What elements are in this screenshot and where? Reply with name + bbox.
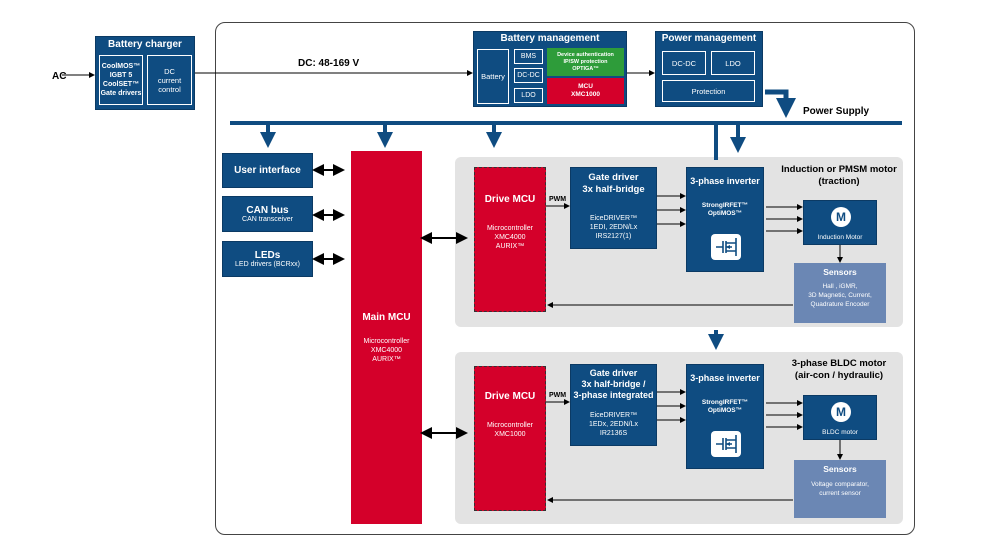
bldc-sensors: Sensors Voltage comparator, current sens… bbox=[794, 460, 886, 518]
battery-management-title: Battery management bbox=[500, 33, 600, 44]
charger-components: CoolMOS™ IGBT 5 CoolSET™ Gate drivers bbox=[99, 55, 143, 105]
bldc-inverter-title: 3-phase inverter bbox=[690, 373, 760, 383]
can-bus-sub: CAN transceiver bbox=[242, 216, 293, 223]
traction-motor: M Induction Motor bbox=[803, 200, 877, 245]
bldc-gate-driver-title: Gate driver 3x half-bridge / 3-phase int… bbox=[573, 368, 654, 400]
battery-charger-title: Battery charger bbox=[108, 39, 182, 50]
traction-sensors-sub: Hall , iGMR, 3D Magnetic, Current, Quadr… bbox=[808, 283, 872, 308]
battery-cell: Battery bbox=[477, 49, 509, 104]
power-management-block: Power management DC-DC LDO Protection bbox=[655, 31, 763, 107]
motor-icon: M bbox=[831, 402, 851, 422]
traction-title: Induction or PMSM motor (traction) bbox=[781, 164, 897, 187]
ac-label: AC bbox=[52, 71, 67, 82]
can-bus-block: CAN bus CAN transceiver bbox=[222, 196, 313, 232]
mosfet-icon bbox=[711, 234, 741, 260]
power-management-title: Power management bbox=[661, 33, 757, 44]
bm-ldo-box: LDO bbox=[514, 88, 543, 103]
bldc-title: 3-phase BLDC motor (air-con / hydraulic) bbox=[791, 358, 887, 381]
traction-sensors: Sensors Hall , iGMR, 3D Magnetic, Curren… bbox=[794, 263, 886, 323]
leds-block: LEDs LED drivers (BCRxx) bbox=[222, 241, 313, 277]
bldc-motor: M BLDC motor bbox=[803, 395, 877, 440]
bm-mcu-box: MCU XMC1000 bbox=[547, 78, 624, 104]
main-mcu-sub: Microcontroller XMC4000 AURIX™ bbox=[363, 337, 410, 363]
main-mcu-title: Main MCU bbox=[362, 311, 411, 323]
traction-inverter-title: 3-phase inverter bbox=[690, 176, 760, 186]
bldc-drive-mcu-sub: Microcontroller XMC1000 bbox=[487, 422, 533, 438]
traction-pwm-label: PWM bbox=[549, 196, 567, 203]
bldc-drive-mcu-title: Drive MCU bbox=[484, 391, 536, 402]
can-bus-title: CAN bus bbox=[246, 205, 289, 216]
battery-management-block: Battery management Battery BMS DC-DC LDO… bbox=[473, 31, 627, 107]
bldc-motor-label: BLDC motor bbox=[822, 429, 858, 436]
device-authentication-box: Device authentication IP/SW protection O… bbox=[547, 48, 624, 76]
bms-box: BMS bbox=[514, 49, 543, 64]
traction-sensors-title: Sensors bbox=[823, 267, 857, 277]
dc-current-control: DC current control bbox=[147, 55, 192, 105]
bldc-inverter-sub: StrongIRFET™ OptiMOS™ bbox=[701, 399, 749, 414]
leds-sub: LED drivers (BCRxx) bbox=[235, 261, 300, 268]
motor-icon: M bbox=[831, 207, 851, 227]
bldc-drive-mcu: Drive MCU Microcontroller XMC1000 bbox=[474, 366, 546, 511]
pm-dcdc-box: DC-DC bbox=[662, 51, 706, 75]
bldc-sensors-sub: Voltage comparator, current sensor bbox=[811, 481, 869, 497]
power-supply-label: Power Supply bbox=[803, 106, 870, 117]
traction-inverter: 3-phase inverter StrongIRFET™ OptiMOS™ bbox=[686, 167, 764, 272]
user-interface-block: User interface bbox=[222, 153, 313, 188]
traction-gate-driver: Gate driver 3x half-bridge EiceDRIVER™ 1… bbox=[570, 167, 657, 249]
traction-drive-mcu-title: Drive MCU bbox=[484, 194, 536, 205]
main-mcu-block: Main MCU Microcontroller XMC4000 AURIX™ bbox=[351, 151, 422, 524]
traction-gate-driver-sub: EiceDRIVER™ 1EDI, 2EDN/Lx IRS2127(1) bbox=[589, 215, 638, 240]
bldc-sensors-title: Sensors bbox=[823, 464, 857, 474]
traction-motor-label: Induction Motor bbox=[817, 234, 863, 241]
mosfet-icon bbox=[711, 431, 741, 457]
bldc-pwm-label: PWM bbox=[549, 392, 567, 399]
traction-drive-mcu: Drive MCU Microcontroller XMC4000 AURIX™ bbox=[474, 167, 546, 312]
bm-dcdc-box: DC-DC bbox=[514, 68, 543, 83]
battery-charger-block: Battery charger CoolMOS™ IGBT 5 CoolSET™… bbox=[95, 36, 195, 110]
dc-voltage-label: DC: 48-169 V bbox=[298, 58, 360, 69]
bldc-inverter: 3-phase inverter StrongIRFET™ OptiMOS™ bbox=[686, 364, 764, 469]
traction-inverter-sub: StrongIRFET™ OptiMOS™ bbox=[701, 202, 749, 217]
leds-title: LEDs bbox=[254, 250, 281, 261]
traction-drive-mcu-sub: Microcontroller XMC4000 AURIX™ bbox=[487, 225, 533, 250]
bldc-gate-driver-sub: EiceDRIVER™ 1EDx, 2EDN/Lx IR2136S bbox=[588, 412, 639, 437]
pm-ldo-box: LDO bbox=[711, 51, 755, 75]
bldc-gate-driver: Gate driver 3x half-bridge / 3-phase int… bbox=[570, 364, 657, 446]
pm-protection-box: Protection bbox=[662, 80, 755, 102]
traction-gate-driver-title: Gate driver 3x half-bridge bbox=[582, 172, 645, 195]
